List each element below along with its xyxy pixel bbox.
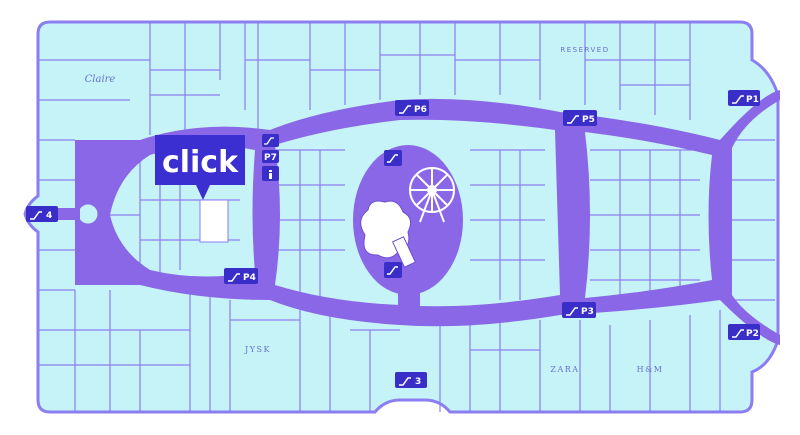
escalator-icon — [387, 266, 398, 275]
svg-text:P3: P3 — [581, 307, 594, 317]
badge-p4[interactable]: P4 — [224, 268, 258, 284]
escalator-icon — [387, 154, 398, 163]
badge-p1[interactable]: P1 — [728, 90, 760, 106]
badge-p7[interactable]: P7 — [262, 134, 279, 163]
badge-p6[interactable]: P6 — [395, 100, 429, 116]
svg-text:4: 4 — [46, 211, 52, 221]
escalator-icon — [566, 307, 578, 316]
callout-label: click — [162, 145, 239, 180]
store-grid — [38, 22, 775, 412]
escalator-icon — [399, 105, 411, 114]
click-callout[interactable]: click — [155, 135, 245, 200]
info-icon[interactable] — [262, 166, 279, 181]
badge-p2[interactable]: P2 — [728, 324, 760, 340]
svg-text:P6: P6 — [414, 105, 427, 115]
store-reserved[interactable]: RESERVED — [560, 46, 609, 54]
svg-text:P5: P5 — [582, 115, 595, 125]
store-script-logo[interactable]: Claire — [85, 74, 116, 85]
escalator-icon — [228, 273, 240, 282]
ferris-wheel-icon — [409, 167, 455, 223]
escalator-icon — [732, 329, 744, 338]
escalator-marker-top[interactable] — [384, 150, 402, 166]
escalator-icon — [264, 137, 274, 145]
store-highlight — [199, 199, 229, 243]
escalator-icon — [567, 115, 579, 124]
svg-text:P4: P4 — [243, 273, 256, 283]
svg-text:P1: P1 — [746, 95, 759, 105]
store-jysk[interactable]: JYSK — [244, 345, 271, 354]
badge-4[interactable]: 4 — [26, 206, 58, 222]
escalator-icon — [30, 211, 42, 220]
svg-text:P7: P7 — [264, 153, 277, 163]
escalator-marker-bottom[interactable] — [384, 262, 402, 278]
badge-p5[interactable]: P5 — [563, 110, 597, 126]
badge-p3[interactable]: P3 — [562, 302, 596, 318]
tree-icon — [360, 200, 417, 268]
store-zara[interactable]: ZARA — [550, 365, 579, 374]
escalator-icon — [732, 95, 744, 104]
svg-text:3: 3 — [415, 377, 421, 387]
store-hm[interactable]: H&M — [637, 365, 664, 374]
svg-text:P2: P2 — [746, 329, 759, 339]
badge-3[interactable]: 3 — [395, 372, 427, 388]
escalator-icon — [399, 377, 411, 386]
